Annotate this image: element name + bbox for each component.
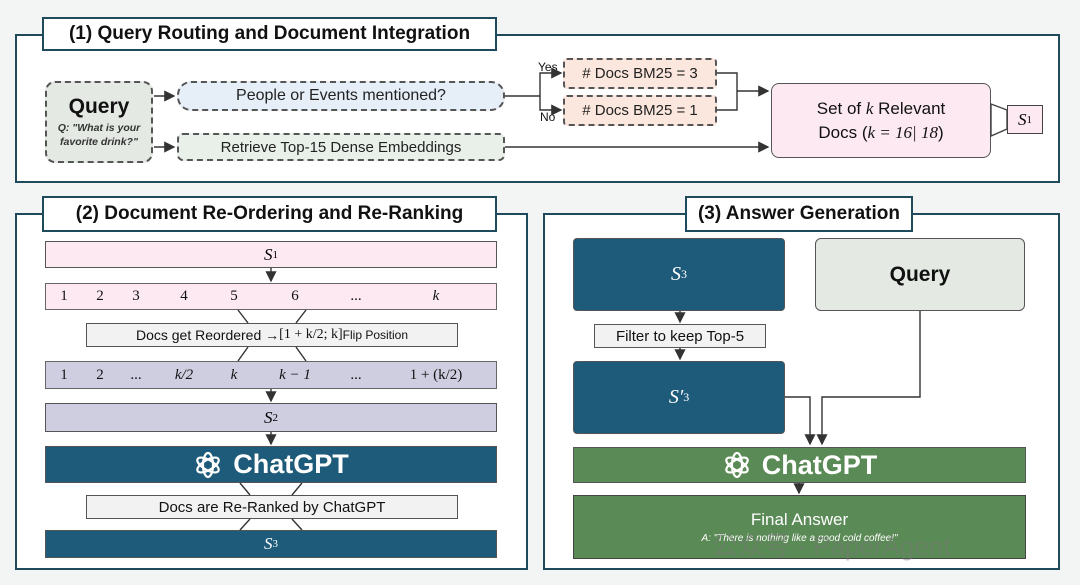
order-cell: k bbox=[432, 288, 440, 304]
watermark: 公众号 · PaperAgent bbox=[712, 531, 951, 561]
rerank-label: Docs are Re-Ranked by ChatGPT bbox=[86, 495, 458, 519]
relevant-docs-line1: Set of k Relevant bbox=[816, 98, 946, 118]
chatgpt-label: ChatGPT bbox=[233, 449, 349, 479]
chatgpt-label: ChatGPT bbox=[761, 449, 878, 480]
reordered-row: 1 2 ... k/2 k k − 1 ... 1 + (k/2) bbox=[45, 361, 497, 389]
order-cell: 2 bbox=[96, 288, 104, 304]
panel3-title: (3) Answer Generation bbox=[685, 196, 913, 232]
no-label: No bbox=[540, 110, 556, 124]
filter-label: Filter to keep Top-5 bbox=[594, 324, 766, 348]
openai-logo-icon bbox=[196, 451, 221, 478]
order-cell: 6 bbox=[291, 288, 299, 304]
reordered-cell: k bbox=[230, 366, 238, 383]
reorder-label: Docs get Reordered → [1 + k/2; k] Flip P… bbox=[86, 323, 458, 347]
final-answer-example: A: "There is nothing like a good cold co… bbox=[701, 533, 898, 544]
reordered-cell: 2 bbox=[96, 366, 104, 383]
panel1-title: (1) Query Routing and Document Integrati… bbox=[42, 17, 497, 51]
reordered-cell: k/2 bbox=[174, 366, 194, 383]
openai-logo-icon bbox=[724, 451, 749, 479]
panel2-title: (2) Document Re-Ordering and Re-Ranking bbox=[42, 196, 497, 232]
reordered-cell: ... bbox=[130, 366, 142, 383]
dense-retrieval-box: Retrieve Top-15 Dense Embeddings bbox=[177, 133, 505, 161]
router-question-box: People or Events mentioned? bbox=[177, 81, 505, 111]
chatgpt-answer-block: ChatGPT bbox=[573, 447, 1026, 483]
bm25-yes-box: # Docs BM25 = 3 bbox=[563, 58, 717, 89]
final-answer-title: Final Answer bbox=[750, 510, 849, 529]
query-example: Q: "What is your favorite drink?" bbox=[57, 122, 141, 148]
order-cell: ... bbox=[350, 288, 362, 304]
yes-label: Yes bbox=[538, 60, 558, 74]
answer-query-box: Query bbox=[815, 238, 1025, 311]
query-title: Query bbox=[68, 95, 130, 118]
relevant-docs-line2: Docs (k = 16| 18) bbox=[818, 122, 944, 142]
reordered-cell: k − 1 bbox=[279, 366, 311, 383]
final-answer-box: Final Answer A: "There is nothing like a… bbox=[573, 495, 1026, 559]
reordered-cell: ... bbox=[350, 366, 362, 383]
bm25-no-box: # Docs BM25 = 1 bbox=[563, 95, 717, 126]
order-cell: 5 bbox=[230, 288, 238, 304]
order-row: 1 2 3 4 5 6 ... k bbox=[45, 283, 497, 310]
chatgpt-rerank-block: ChatGPT bbox=[45, 446, 497, 483]
relevant-docs-box: Set of k Relevant Docs (k = 16| 18) bbox=[771, 83, 991, 158]
order-cell: 1 bbox=[60, 288, 68, 304]
order-cell: 4 bbox=[180, 288, 188, 304]
s3-prime-box: S′3 bbox=[573, 361, 785, 434]
query-box: Query Q: "What is your favorite drink?" bbox=[45, 81, 153, 163]
reordered-cell: 1 bbox=[60, 366, 68, 383]
order-cell: 3 bbox=[132, 288, 140, 304]
reordered-cell: 1 + (k/2) bbox=[409, 366, 463, 383]
